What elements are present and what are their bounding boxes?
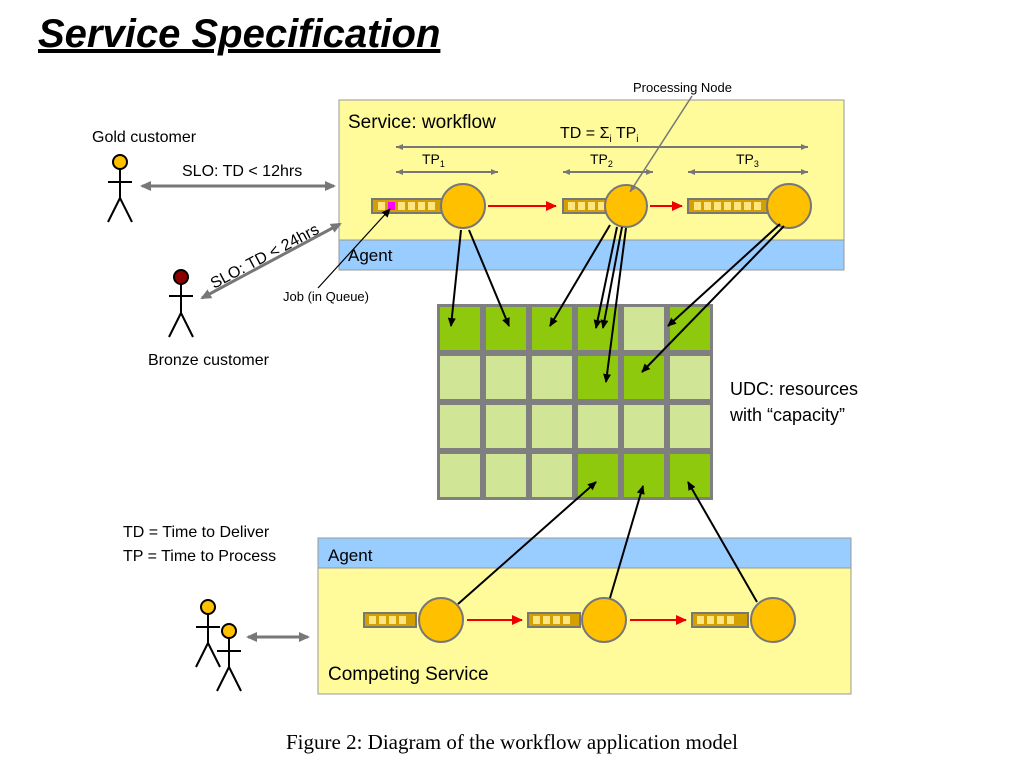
- competing-node-1: [418, 597, 464, 643]
- bronze-slo-arrow: [200, 222, 342, 300]
- competing-service-label: Competing Service: [328, 664, 489, 685]
- processing-node-label: Processing Node: [633, 80, 732, 95]
- udc-resource-cell: [440, 405, 480, 448]
- udc-resource-cell: [670, 307, 710, 350]
- udc-resource-cell: [486, 356, 526, 399]
- legend-td: TD = Time to Deliver: [123, 524, 270, 541]
- udc-resource-cell: [624, 454, 664, 497]
- udc-resource-cell: [486, 307, 526, 350]
- bronze-customer-icon: [168, 269, 194, 338]
- tp2-label: TP2: [590, 151, 613, 169]
- service-workflow-box: Service: workflow Agent TD = Σi TPi TP1 …: [338, 99, 845, 271]
- tp3-label: TP3: [736, 151, 759, 169]
- udc-resource-cell: [440, 356, 480, 399]
- udc-resource-cell: [670, 454, 710, 497]
- tp1-label: TP1: [422, 151, 445, 169]
- competing-queue-2: [527, 612, 581, 628]
- queue-2: [562, 198, 608, 214]
- allocation-arrows-top: [447, 223, 785, 383]
- udc-resource-cell: [532, 356, 572, 399]
- udc-label-line1: UDC: resources: [730, 379, 858, 399]
- udc-resource-cell: [486, 454, 526, 497]
- udc-resource-cell: [670, 405, 710, 448]
- udc-resource-cell: [624, 405, 664, 448]
- competing-node-3: [750, 597, 796, 643]
- processing-node-2: [604, 184, 648, 228]
- legend-tp: TP = Time to Process: [123, 548, 276, 565]
- competing-queue-1: [363, 612, 417, 628]
- processing-node-3: [766, 183, 812, 229]
- udc-resource-cell: [578, 405, 618, 448]
- bronze-slo-label: SLO: TD < 24hrs: [208, 221, 322, 292]
- figure-caption: Figure 2: Diagram of the workflow applic…: [286, 730, 738, 754]
- udc-resource-grid: [437, 304, 713, 500]
- udc-resource-cell: [624, 356, 664, 399]
- udc-resource-cell: [624, 307, 664, 350]
- udc-resource-cell: [532, 405, 572, 448]
- bronze-customer-label: Bronze customer: [148, 352, 270, 369]
- udc-resource-cell: [486, 405, 526, 448]
- page-title: Service Specification: [38, 12, 441, 56]
- processing-node-1: [440, 183, 486, 229]
- queue-3: [687, 198, 769, 214]
- udc-resource-cell: [578, 356, 618, 399]
- competing-service-box: Agent Competing Service: [317, 537, 852, 695]
- processing-node-pointer: [629, 95, 693, 193]
- competing-agent-label: Agent: [328, 546, 373, 565]
- allocation-arrows-bottom: [457, 481, 758, 605]
- job-label: Job (in Queue): [283, 289, 369, 304]
- gold-slo-label: SLO: TD < 12hrs: [182, 163, 302, 180]
- gold-customer-label: Gold customer: [92, 129, 197, 146]
- gold-customer-icon: [107, 154, 133, 223]
- td-formula: TD = Σi TPi: [560, 125, 639, 145]
- udc-resource-cell: [440, 307, 480, 350]
- udc-resource-cell: [670, 356, 710, 399]
- udc-resource-cell: [440, 454, 480, 497]
- service-label: Service: workflow: [348, 112, 496, 133]
- udc-resource-cell: [532, 307, 572, 350]
- udc-resource-cell: [532, 454, 572, 497]
- competing-node-2: [581, 597, 627, 643]
- competing-queue-3: [691, 612, 749, 628]
- competing-customers-icon: [195, 599, 242, 692]
- udc-grid-frame: [437, 304, 713, 500]
- udc-resource-cell: [578, 454, 618, 497]
- service-agent-label: Agent: [348, 246, 393, 265]
- queue-1: [371, 198, 445, 214]
- udc-label-line2: with “capacity”: [729, 405, 845, 425]
